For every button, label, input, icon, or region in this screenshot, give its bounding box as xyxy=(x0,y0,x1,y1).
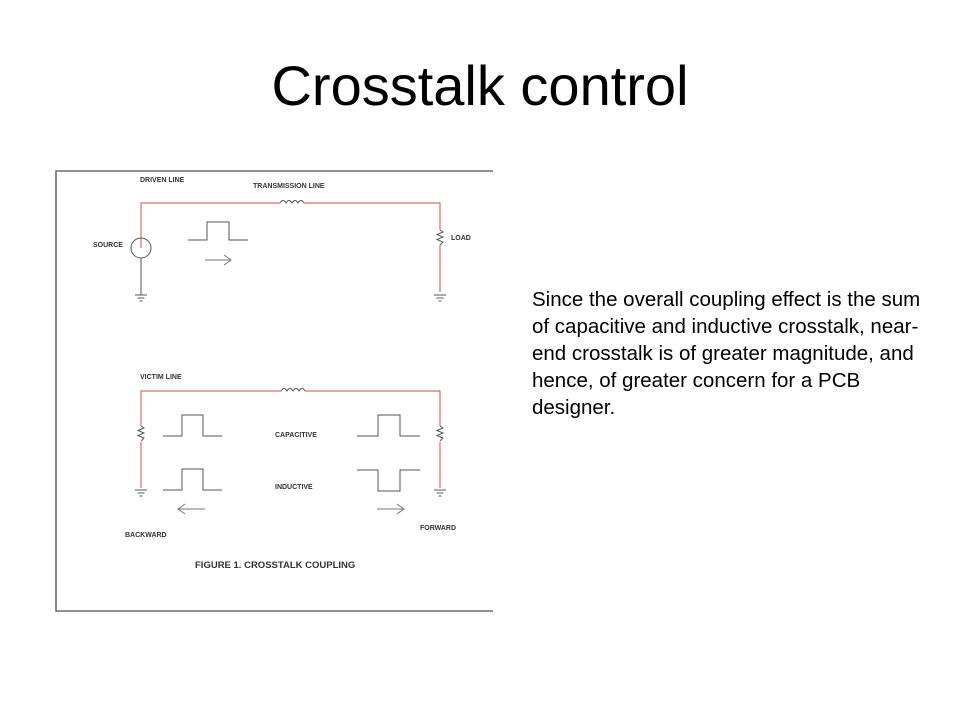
backward-resistor-icon xyxy=(136,425,146,442)
figure-caption: FIGURE 1. CROSSTALK COUPLING xyxy=(195,560,355,571)
load-resistor-icon xyxy=(435,229,445,246)
load-ground-icon xyxy=(434,294,446,302)
source-ground-icon xyxy=(135,294,147,302)
victim-wire xyxy=(140,390,441,488)
backward-arrow-icon xyxy=(177,503,205,515)
driven-wire xyxy=(140,202,441,292)
slide-title: Crosstalk control xyxy=(271,54,689,117)
far-end-inductive-pulse xyxy=(357,469,420,492)
figure-frame xyxy=(55,170,493,612)
source-label: SOURCE xyxy=(93,242,123,249)
forward-resistor-icon xyxy=(435,425,445,442)
backward-label: BACKWARD xyxy=(125,532,167,539)
driven-inductor-icon xyxy=(279,200,305,204)
forward-direction-arrow-icon xyxy=(377,503,405,515)
near-end-inductive-pulse xyxy=(163,468,222,491)
far-end-capacitive-pulse xyxy=(357,414,420,437)
forward-arrow-icon xyxy=(205,254,232,266)
backward-ground-icon xyxy=(135,489,147,497)
crosstalk-figure: DRIVEN LINE TRANSMISSION LINE SOURCE LOA… xyxy=(55,170,493,612)
victim-line-label: VICTIM LINE xyxy=(140,374,182,381)
forward-ground-icon xyxy=(434,489,446,497)
load-label: LOAD xyxy=(451,235,471,242)
crosstalk-diagram: DRIVEN LINE TRANSMISSION LINE SOURCE LOA… xyxy=(55,170,493,612)
victim-inductor-icon xyxy=(280,388,306,392)
near-end-capacitive-pulse xyxy=(163,414,222,437)
body-text: Since the overall coupling effect is the… xyxy=(532,288,921,419)
driven-pulse xyxy=(188,221,248,241)
inductive-label: INDUCTIVE xyxy=(275,484,313,491)
forward-label: FORWARD xyxy=(420,525,456,532)
transmission-line-label: TRANSMISSION LINE xyxy=(253,183,325,190)
driven-line-label: DRIVEN LINE xyxy=(140,177,185,184)
capacitive-label: CAPACITIVE xyxy=(275,432,317,439)
